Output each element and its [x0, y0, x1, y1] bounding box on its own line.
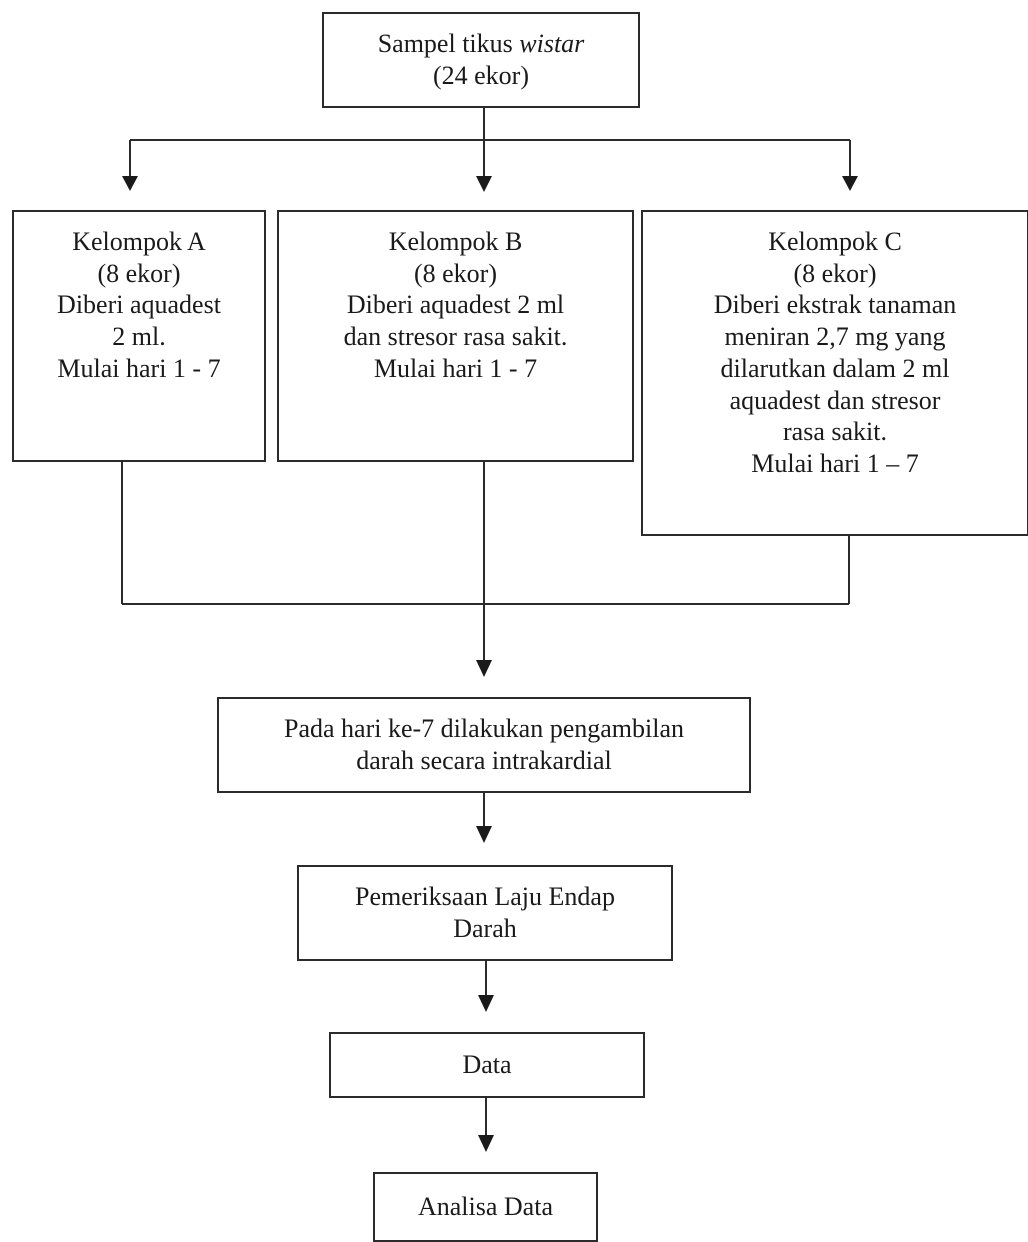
group-c-line-2: meniran 2,7 mg yang: [724, 322, 946, 352]
start-node-text: Sampel tikus: [377, 29, 513, 59]
start-node-italic-text: wistar: [519, 29, 585, 59]
start-node-count: (24 ekor): [432, 61, 529, 90]
blood-sampling-line-2: darah secara intrakardial: [356, 746, 612, 775]
sedimentation-test-line-1: Pemeriksaan Laju Endap: [355, 882, 615, 912]
group-b-box: Kelompok B (8 ekor) Diberi aquadest 2 ml…: [277, 210, 634, 462]
group-b-line-2: dan stresor rasa sakit.: [343, 322, 568, 352]
data-analysis-label: Analisa Data: [417, 1192, 553, 1222]
blood-sampling-box: Pada hari ke-7 dilakukan pengambilan dar…: [217, 697, 751, 793]
group-c-line-5: rasa sakit.: [783, 417, 887, 447]
data-analysis-box: Analisa Data: [373, 1172, 598, 1242]
group-a-line-2: 2 ml.: [112, 322, 166, 352]
group-a-title: Kelompok A: [72, 227, 206, 256]
group-a-line-3: Mulai hari 1 - 7: [57, 353, 221, 383]
arrowhead-sampling: [476, 660, 492, 677]
group-b-count: (8 ekor): [413, 258, 497, 288]
blood-sampling-line-1: Pada hari ke-7 dilakukan pengambilan: [284, 714, 684, 744]
start-node-title-line: Sampel tikus wistar: [378, 28, 585, 60]
group-c-box: Kelompok C (8 ekor) Diberi ekstrak tanam…: [641, 210, 1028, 536]
group-c-line-1: Diberi ekstrak tanaman: [713, 290, 957, 320]
group-c-line-3: dilarutkan dalam 2 ml: [720, 353, 950, 383]
arrowhead-data: [478, 995, 494, 1012]
arrowhead-b: [476, 176, 492, 192]
arrowhead-analysis: [478, 1135, 494, 1152]
sedimentation-test-box: Pemeriksaan Laju Endap Darah: [297, 865, 673, 961]
group-c-title: Kelompok C: [768, 227, 902, 256]
group-c-line-4: aquadest dan stresor: [729, 385, 941, 415]
arrowhead-c: [842, 176, 858, 191]
arrowhead-a: [122, 176, 138, 191]
group-c-count: (8 ekor): [793, 258, 877, 288]
start-node-box: Sampel tikus wistar (24 ekor): [322, 12, 640, 108]
data-label: Data: [462, 1050, 512, 1080]
group-a-count: (8 ekor): [97, 258, 181, 288]
data-box: Data: [329, 1032, 645, 1098]
group-b-title: Kelompok B: [388, 227, 523, 256]
group-a-box: Kelompok A (8 ekor) Diberi aquadest 2 ml…: [12, 210, 266, 462]
group-c-line-6: Mulai hari 1 – 7: [751, 449, 919, 479]
group-b-line-1: Diberi aquadest 2 ml: [346, 290, 565, 320]
group-a-line-1: Diberi aquadest: [57, 290, 221, 320]
sedimentation-test-line-2: Darah: [453, 914, 517, 943]
arrowhead-led: [476, 826, 492, 843]
group-b-line-3: Mulai hari 1 - 7: [373, 353, 538, 383]
